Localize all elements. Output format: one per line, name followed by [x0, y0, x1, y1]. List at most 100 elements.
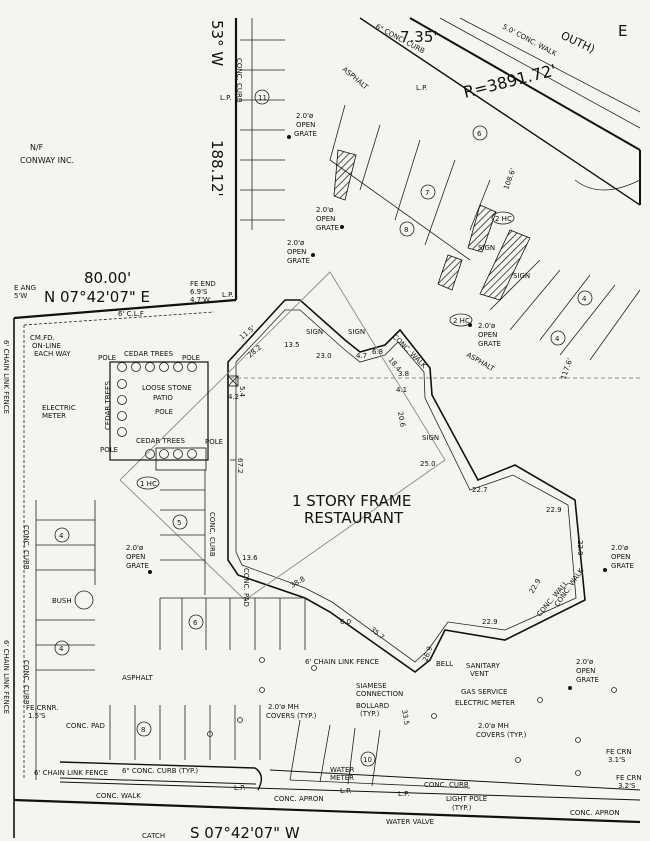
hc-hatch-1 — [333, 149, 357, 201]
stall-6a: 6 — [477, 130, 482, 138]
neighbor-line2: CONWAY INC. — [20, 156, 74, 165]
fe-crn-right-2-l1: FE CRN — [616, 774, 642, 782]
bell-label: BELL — [436, 660, 453, 668]
lp-2: L.P. — [416, 84, 427, 92]
grate-7-l3: GRATE — [576, 676, 599, 684]
grate-5-l3: GRATE — [126, 562, 149, 570]
top-boundary-distance: 80.00' — [84, 269, 131, 287]
lp-5: L.P. — [340, 787, 351, 795]
stall-10: 10 — [363, 756, 372, 764]
cedar-trees-bottom-label: CEDAR TREES — [136, 437, 185, 445]
cm-fd-line1: CM.FD. — [30, 334, 55, 342]
conc-walk-bottom: CONC. WALK — [96, 792, 141, 800]
pole-label-1: POLE — [98, 354, 116, 362]
dim-25-0: 25.0 — [420, 460, 436, 468]
electric-meter: ELECTRIC METER — [455, 699, 515, 707]
hc-label-3: 1 HC — [140, 480, 157, 488]
fence-lines — [23, 311, 215, 780]
conc-curb-vertical: CONC. CURB — [208, 512, 216, 557]
grate-3-l1: 2.0'ø — [287, 239, 305, 247]
sign-label-4: SIGN — [478, 244, 495, 252]
mh-covers-1-l1: 2.0'ø MH — [268, 703, 299, 711]
bollard-line1: BOLLARD — [356, 702, 389, 710]
pole-label-5: POLE — [205, 438, 223, 446]
dim-4-7: 4.7 — [356, 352, 367, 360]
patio-label-line1: LOOSE STONE — [142, 384, 192, 392]
parking-stalls-bottom — [59, 705, 641, 801]
siamese-line2: CONNECTION — [356, 690, 403, 698]
gas-service: GAS SERVICE — [461, 688, 507, 696]
conc-pad: CONC. PAD — [242, 568, 250, 607]
fence-left-side: 6' CHAIN LINK FENCE — [2, 340, 10, 414]
conc-curb-bottom-2: CONC. CURB — [424, 781, 469, 789]
stall-4a: 4 — [582, 295, 587, 303]
lp-4: L.P. — [234, 784, 245, 792]
pole-label-2: POLE — [182, 354, 200, 362]
patio — [109, 361, 239, 471]
electric-meter-left-line1: ELECTRIC — [42, 404, 76, 412]
fe-crn-right-1-l1: FE CRN — [606, 748, 632, 756]
boundary-lines — [13, 17, 641, 838]
dim-13-5: 13.5 — [284, 341, 300, 349]
grate-3-l2: OPEN — [287, 248, 306, 256]
stall-5: 5 — [177, 519, 181, 527]
grate-4-l2: OPEN — [478, 331, 497, 339]
grate-2-l3: GRATE — [316, 224, 339, 232]
catch-label: CATCH — [142, 832, 165, 840]
building-label-line1: 1 STORY FRAME — [292, 492, 411, 510]
top-boundary-bearing: N 07°42'07" E — [44, 288, 150, 306]
pole-label-3: POLE — [155, 408, 173, 416]
hc-hatch-2 — [467, 204, 497, 253]
water-meter-line2: METER — [330, 774, 354, 782]
mh-covers-2-l2: COVERS (TYP.) — [476, 731, 527, 739]
left-bearing-fragment: 53° W — [208, 20, 226, 66]
grate-7-l2: OPEN — [576, 667, 595, 675]
hc-label-1: 2 HC — [495, 215, 512, 223]
mh-covers-1-l2: COVERS (TYP.) — [266, 712, 317, 720]
grate-2-l2: OPEN — [316, 215, 335, 223]
cedar-trees-top-label: CEDAR TREES — [124, 350, 173, 358]
stall-8b: 8 — [141, 726, 145, 734]
stall-8a: 8 — [404, 226, 408, 234]
street-fragment: OUTH) — [559, 29, 597, 56]
hc-hatch-3 — [479, 229, 531, 301]
asphalt-right: ASPHALT — [465, 351, 496, 374]
dim-4-2: 4.2 — [228, 393, 239, 401]
dim-22-9a: 22.9 — [546, 506, 562, 514]
grate-1-l3: GRATE — [294, 130, 317, 138]
hc-markers: 2 HC 2 HC 1 HC — [136, 211, 515, 490]
grate-2-l1: 2.0'ø — [316, 206, 334, 214]
sanitary-vent-line1: SANITARY — [466, 662, 501, 670]
lp-3: L.P. — [222, 291, 233, 299]
dim-22-9c: 22.9 — [528, 577, 543, 595]
dim-23-0: 23.0 — [316, 352, 332, 360]
dim-6-0: 6.0 — [340, 618, 351, 626]
stall-11: 11 — [258, 94, 267, 102]
bush-symbol — [74, 590, 94, 610]
stall-numbers: 11 6 7 8 4 4 4 5 6 4 8 10 — [54, 89, 593, 767]
stall-7: 7 — [425, 189, 429, 197]
sign-label-3: SIGN — [422, 434, 439, 442]
fence-left-side-lower: 6' CHAIN LINK FENCE — [2, 640, 10, 714]
conc-curb-left: CONC. CURB — [22, 525, 30, 570]
right-arc-dim: 117.6' — [559, 357, 574, 380]
grate-5-l1: 2.0'ø — [126, 544, 144, 552]
dim-13-6: 13.6 — [242, 554, 258, 562]
grate-3-l3: GRATE — [287, 257, 310, 265]
grate-5-l2: OPEN — [126, 553, 145, 561]
fe-crnr-left-line2: 1.5'S — [28, 712, 46, 720]
dim-22-9b: 22.9 — [576, 540, 584, 556]
building-label-line2: RESTAURANT — [304, 509, 404, 527]
dim-4-1: 4.1 — [396, 386, 407, 394]
pole-label-4: POLE — [100, 446, 118, 454]
stall-4b: 4 — [555, 335, 560, 343]
open-grates: 2.0'ø OPEN GRATE 2.0'ø OPEN GRATE 2.0'ø … — [126, 112, 634, 690]
mh-covers-2-l1: 2.0'ø MH — [478, 722, 509, 730]
grate-7-l1: 2.0'ø — [576, 658, 594, 666]
conc-walk-top: 5.0' CONC. WALK — [501, 23, 558, 58]
fe-crn-right-1-l2: 3.1'S — [608, 756, 626, 764]
stall-6b: 6 — [193, 619, 198, 627]
grate-4-l1: 2.0'ø — [478, 322, 496, 330]
lp-1: L.P. — [220, 94, 231, 102]
dim-5-4: 5.4 — [238, 386, 246, 398]
